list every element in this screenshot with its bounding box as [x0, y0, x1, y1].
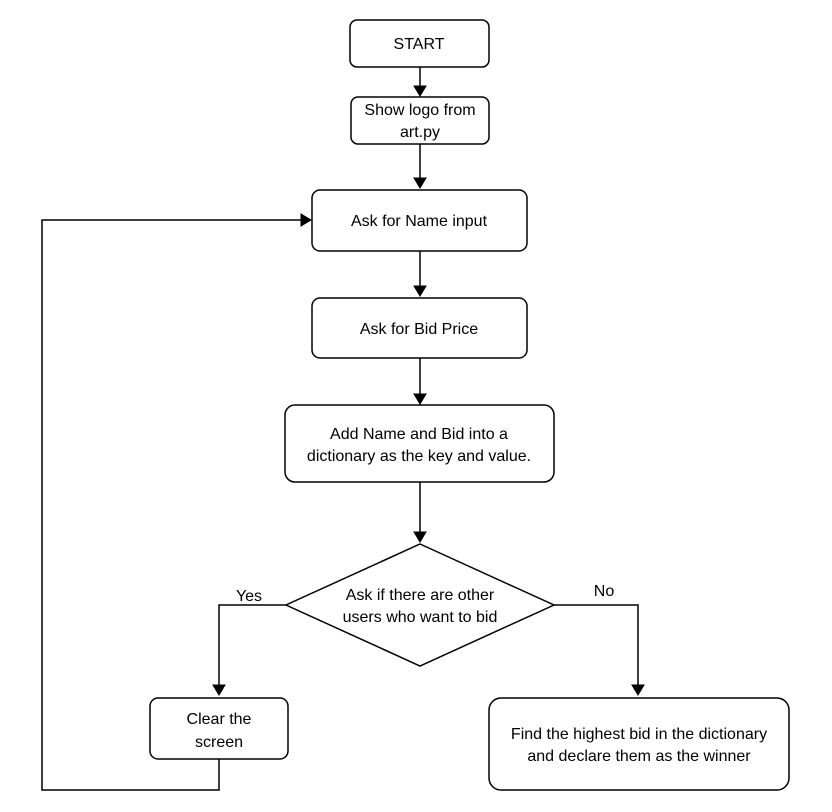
node-add-dict: Add Name and Bid into a dictionary as th… [284, 404, 555, 483]
node-add-dict-line-1: Add Name and Bid into a [330, 426, 508, 443]
edge-decision-no [554, 604, 639, 685]
node-clear-line-1: Clear the [187, 711, 252, 728]
node-add-dict-line-2: dictionary as the key and value. [307, 448, 531, 465]
edge-label-no: No [594, 583, 615, 600]
node-find-line-2: and declare them as the winner [527, 748, 751, 765]
arrowhead-icon [631, 684, 645, 696]
node-start-line-1: START [394, 36, 445, 53]
edge-label-yes: Yes [236, 588, 262, 605]
node-ask-bid-line-1: Ask for Bid Price [360, 321, 478, 338]
node-decision-line-2: users who want to bid [343, 609, 498, 626]
node-show-logo-line-2: art.py [400, 124, 440, 141]
node-decision: Ask if there are other users who want to… [284, 543, 556, 667]
arrowhead-icon [413, 285, 427, 297]
arrowhead-icon [413, 85, 427, 97]
node-show-logo-line-1: Show logo from [364, 102, 475, 119]
node-find-line-1: Find the highest bid in the dictionary [511, 726, 767, 743]
arrowhead-icon [413, 393, 427, 405]
node-show-logo: Show logo from art.py [350, 96, 490, 145]
node-start: START [349, 19, 490, 68]
node-ask-bid: Ask for Bid Price [311, 297, 528, 359]
node-find-winner: Find the highest bid in the dictionary a… [488, 697, 790, 791]
arrowhead-icon [212, 684, 226, 696]
arrowhead-icon [413, 531, 427, 543]
node-clear-line-2: screen [195, 734, 243, 751]
arrowhead-icon [413, 177, 427, 189]
edge-decision-yes [218, 604, 286, 685]
node-ask-name: Ask for Name input [311, 189, 528, 252]
edges [41, 67, 645, 791]
node-decision-line-1: Ask if there are other [346, 587, 495, 604]
arrowhead-icon [300, 213, 312, 227]
edge-loop-back [41, 219, 301, 791]
node-ask-name-line-1: Ask for Name input [351, 213, 488, 230]
node-clear-screen: Clear the screen [149, 697, 289, 760]
